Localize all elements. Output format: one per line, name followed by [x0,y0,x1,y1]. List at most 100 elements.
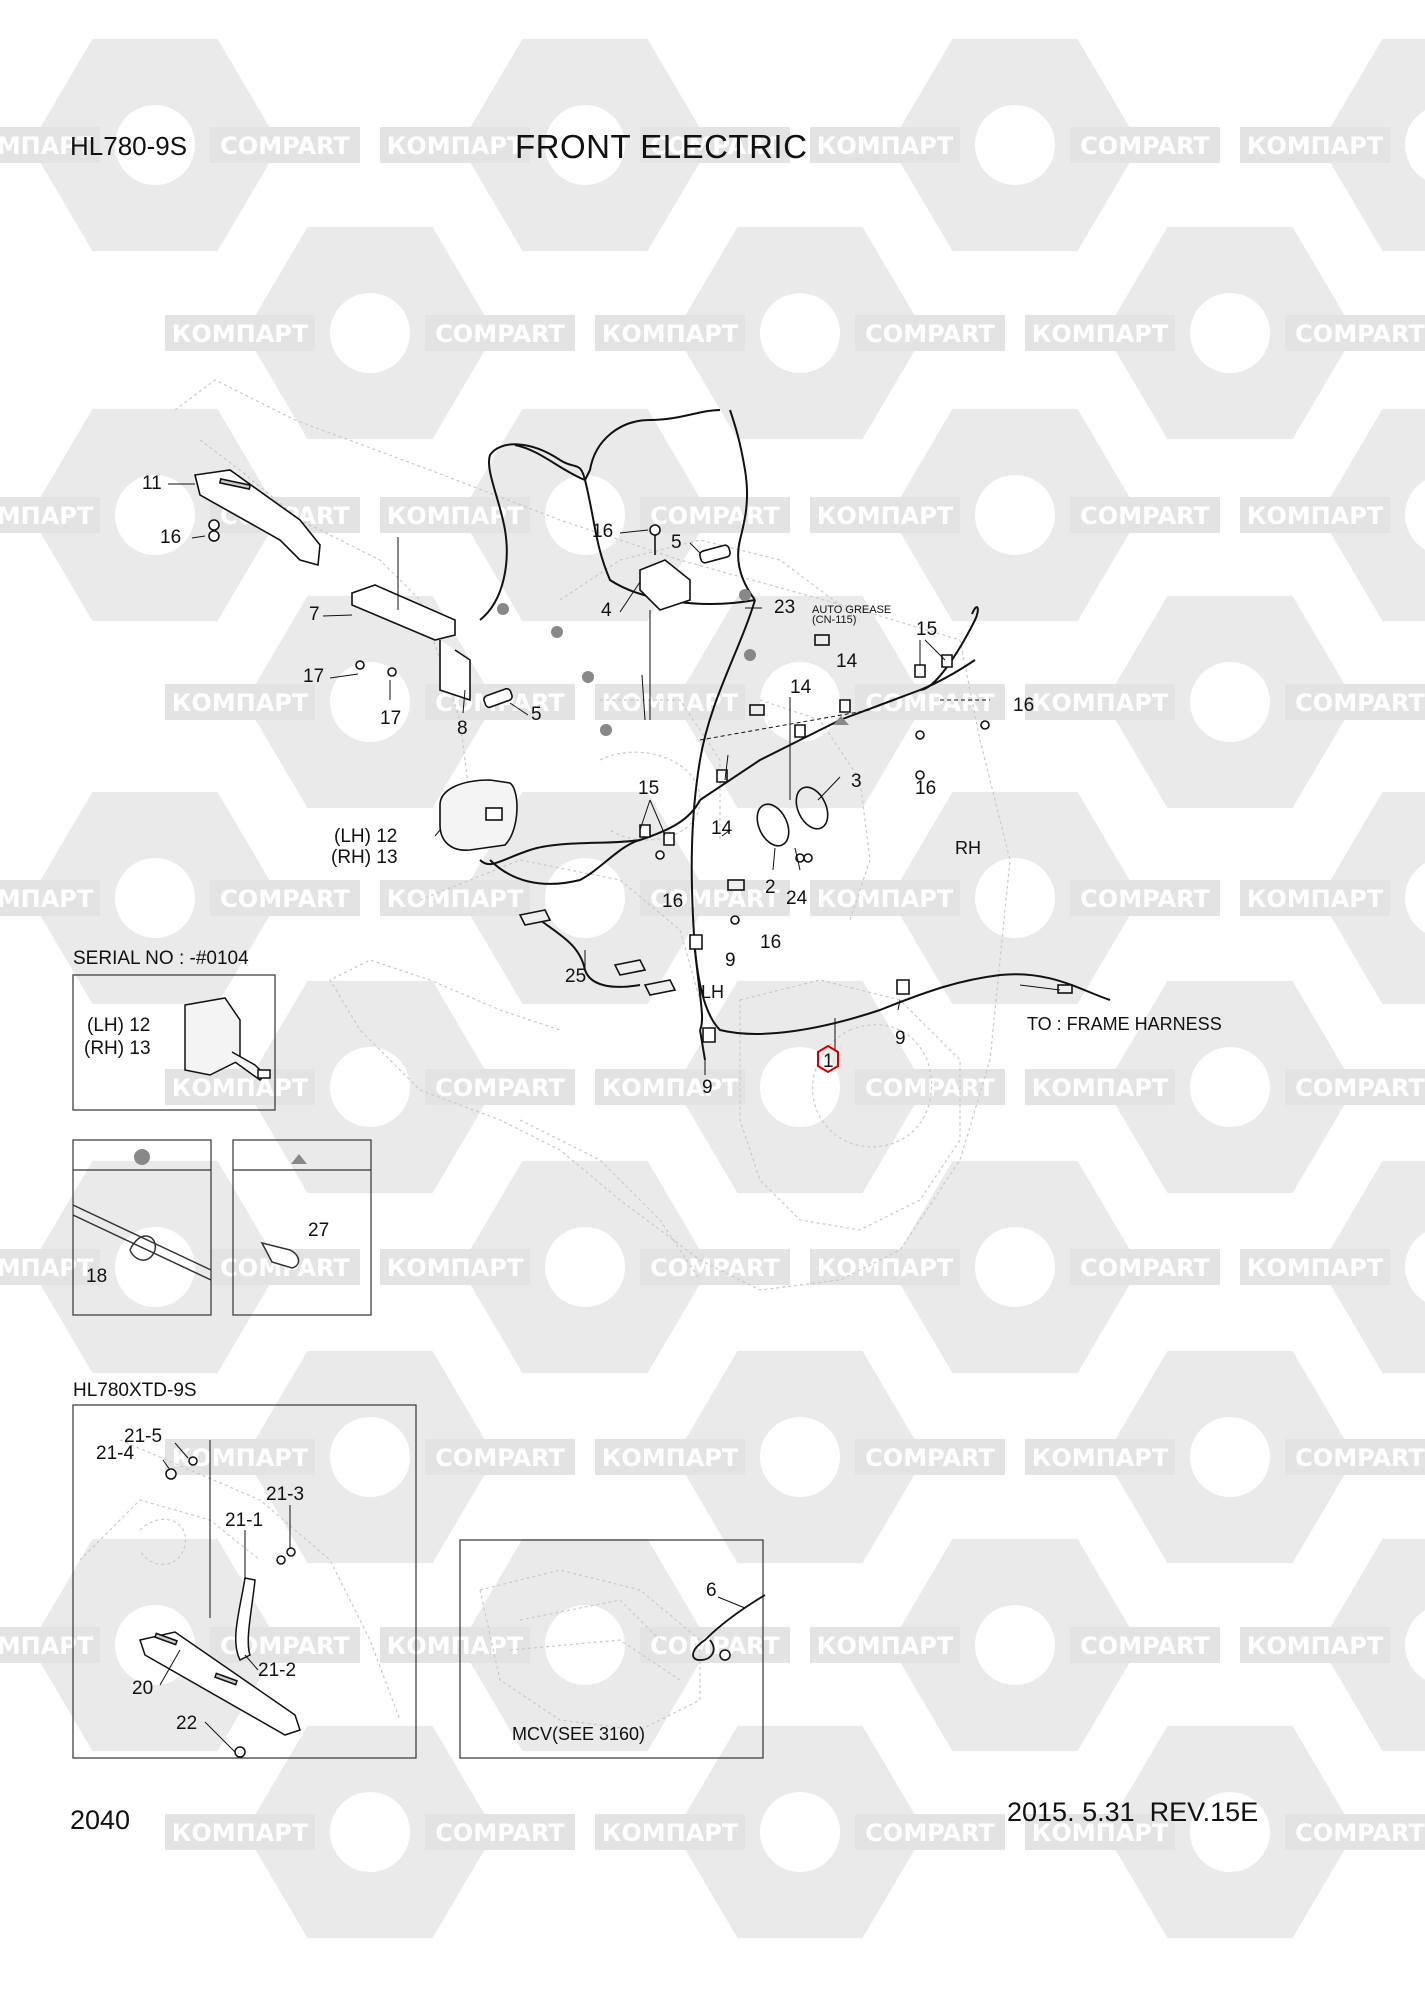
svg-text:КОМПАРТ: КОМПАРТ [1032,689,1169,717]
svg-text:КОМПАРТ: КОМПАРТ [1247,502,1384,530]
svg-text:КОМПАРТ: КОМПАРТ [172,1819,309,1847]
svg-text:КОМПАРТ: КОМПАРТ [602,320,739,348]
label-17: 17 [303,666,325,687]
label-14: 14 [711,818,733,839]
svg-text:COMPART: COMPART [650,502,780,530]
svg-text:КОМПАРТ: КОМПАРТ [602,1444,739,1472]
svg-text:COMPART: COMPART [1295,1819,1425,1847]
label-5: 5 [531,704,542,725]
triangle-symbol [291,1154,307,1164]
label-24: 24 [786,888,808,909]
label-3: 3 [851,771,862,792]
to-frame-harness: TO : FRAME HARNESS [1027,1014,1222,1034]
rh-marker: RH [955,838,981,858]
label-6: 6 [706,1580,717,1601]
circle-markers [497,589,756,736]
svg-text:COMPART: COMPART [865,1074,995,1102]
label-18: 18 [86,1266,108,1287]
label-21-4: 21-4 [96,1443,135,1464]
svg-text:КОМПАРТ: КОМПАРТ [0,1632,94,1660]
svg-text:КОМПАРТ: КОМПАРТ [387,1254,524,1282]
part-1-hexagon [817,1044,839,1074]
svg-text:COMPART: COMPART [650,1632,780,1660]
svg-text:COMPART: COMPART [650,1254,780,1282]
revision-date: 2015. 5.31 REV.15E [1007,1797,1259,1827]
svg-text:КОМПАРТ: КОМПАРТ [1032,1444,1169,1472]
xtd-background [79,1439,401,1721]
machine-frame-outline [174,379,1011,1291]
label-22: 22 [176,1713,198,1734]
svg-text:КОМПАРТ: КОМПАРТ [1247,1254,1384,1282]
svg-text:КОМПАРТ: КОМПАРТ [0,1254,94,1282]
label-9: 9 [895,1028,906,1049]
label-7: 7 [309,604,320,625]
svg-text:КОМПАРТ: КОМПАРТ [172,689,309,717]
svg-text:КОМПАРТ: КОМПАРТ [602,1074,739,1102]
serial-label-lh: (LH) 12 [87,1015,151,1036]
headlamp [439,779,518,851]
svg-text:КОМПАРТ: КОМПАРТ [0,885,94,913]
label-9: 9 [702,1077,713,1098]
page-number: 2040 [70,1805,131,1835]
svg-text:COMPART: COMPART [1080,885,1210,913]
svg-text:COMPART: COMPART [435,1819,565,1847]
label-25: 25 [565,966,587,987]
label-12-lh: (LH) 12 [334,826,398,847]
label-1: 1 [823,1051,834,1072]
tie-18 [72,1204,212,1281]
auto-grease-connector: (CN-115) [812,614,857,626]
inset-boxes [72,974,764,1759]
serial-lamp [184,997,271,1081]
circle-symbol [134,1149,150,1165]
xtd-leaders [159,1440,291,1753]
label-16: 16 [592,521,614,542]
label-9: 9 [725,950,736,971]
label-5: 5 [671,532,682,553]
label-20: 20 [132,1678,154,1699]
triangle-markers [833,716,849,725]
label-13-rh: (RH) 13 [331,847,398,868]
svg-text:COMPART: COMPART [435,1074,565,1102]
label-14: 14 [836,651,858,672]
svg-text:КОМПАРТ: КОМПАРТ [387,1632,524,1660]
serial-label-rh: (RH) 13 [84,1038,151,1059]
label-21-1: 21-1 [225,1510,264,1531]
label-21-5: 21-5 [124,1426,163,1447]
svg-text:COMPART: COMPART [435,1444,565,1472]
svg-text:КОМПАРТ: КОМПАРТ [0,132,94,160]
bracket-7 [351,584,456,641]
svg-text:COMPART: COMPART [650,885,780,913]
label-16: 16 [760,932,782,953]
svg-text:КОМПАРТ: КОМПАРТ [172,320,309,348]
page-title: FRONT ELECTRIC [515,128,808,165]
svg-text:COMPART: COMPART [865,320,995,348]
svg-text:COMPART: COMPART [1295,689,1425,717]
watermark-pattern: КОМПАРТ COMPART КОМПАРТ COMPART КОМПАРТ COMPA… [0,38,1425,1939]
serial-caption: SERIAL NO : -#0104 [73,948,249,969]
svg-text:КОМПАРТ: КОМПАРТ [172,1074,309,1102]
svg-text:КОМПАРТ: КОМПАРТ [817,885,954,913]
mcv-wire [692,1594,766,1661]
watermark-logo: КОМПАРТ COMPART [810,791,1220,1005]
svg-text:COMPART: COMPART [650,132,780,160]
svg-text:COMPART: COMPART [435,320,565,348]
label-21-2: 21-2 [258,1660,297,1681]
xtd-parts [139,1456,301,1758]
label-15: 15 [916,619,938,640]
label-8: 8 [457,718,468,739]
